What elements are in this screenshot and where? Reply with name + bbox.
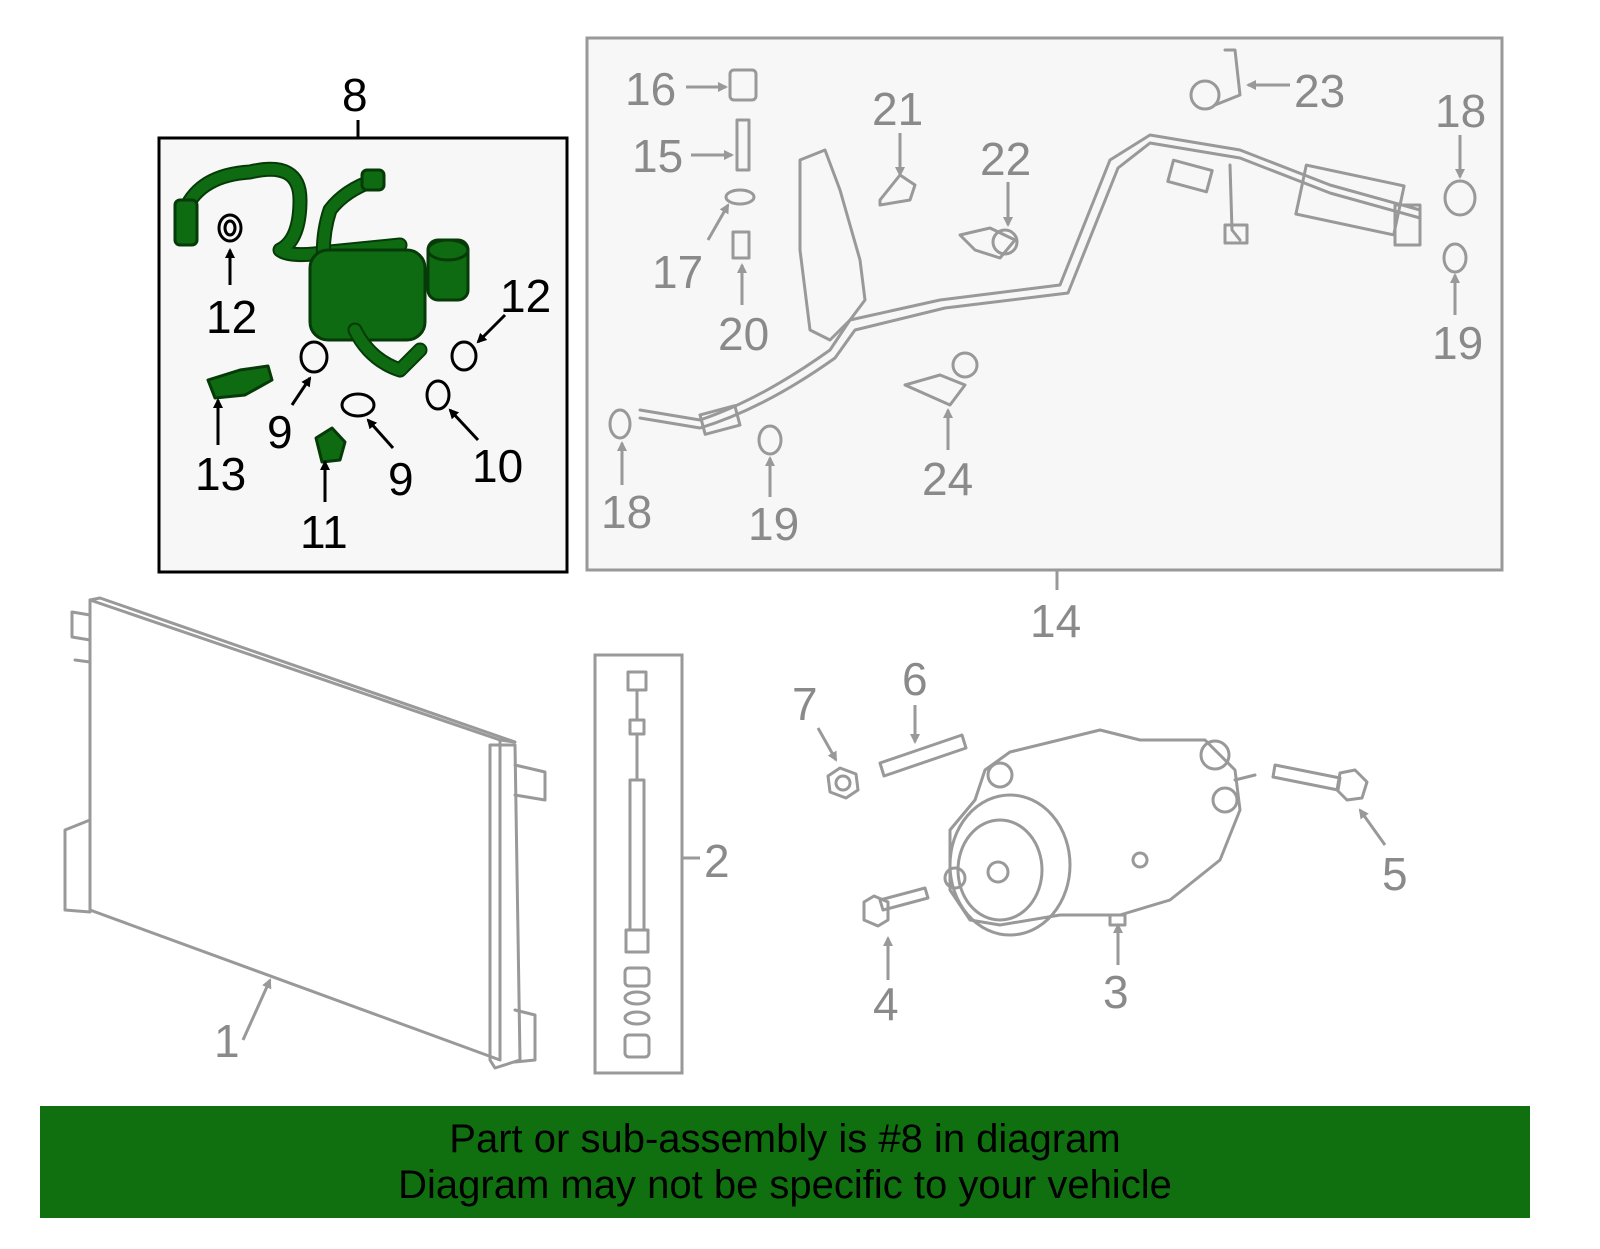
callout-12b[interactable]: 12 [500,270,551,322]
callout-21[interactable]: 21 [872,83,923,135]
callout-24[interactable]: 24 [922,453,973,505]
hose-assembly-part-8[interactable] [173,161,470,378]
receiver-drier-part[interactable] [593,653,700,1075]
leaders-box-8 [213,248,507,502]
callout-9a[interactable]: 9 [267,406,293,458]
info-banner: Part or sub-assembly is #8 in diagram Di… [40,1106,1530,1218]
callout-18a[interactable]: 18 [1435,85,1486,137]
callout-18b[interactable]: 18 [601,486,652,538]
callout-2[interactable]: 2 [704,835,730,887]
banner-line-1: Part or sub-assembly is #8 in diagram [449,1117,1121,1161]
service-valve-part[interactable] [724,68,758,260]
o-ring-parts[interactable] [608,179,1477,456]
callout-15[interactable]: 15 [632,130,683,182]
condenser-part[interactable] [63,596,547,1070]
hose-box-small-parts[interactable] [206,213,478,464]
hose-assembly-box [157,120,569,574]
callout-5[interactable]: 5 [1382,848,1408,900]
refrigerant-line-part[interactable] [638,133,1422,436]
callout-9b[interactable]: 9 [388,453,414,505]
callout-12a[interactable]: 12 [206,291,257,343]
callout-17[interactable]: 17 [652,246,703,298]
callout-8[interactable]: 8 [342,69,368,121]
callout-7[interactable]: 7 [792,678,818,730]
bracket-parts[interactable] [878,48,1242,407]
callout-23[interactable]: 23 [1294,65,1345,117]
callout-22[interactable]: 22 [980,133,1031,185]
callout-1[interactable]: 1 [214,1015,240,1067]
leaders-box-14 [617,80,1465,497]
banner-line-2: Diagram may not be specific to your vehi… [398,1163,1172,1207]
callout-20[interactable]: 20 [718,308,769,360]
compressor-part[interactable] [943,728,1257,965]
callout-3[interactable]: 3 [1103,966,1129,1018]
callout-14[interactable]: 14 [1030,595,1081,647]
callout-10[interactable]: 10 [472,440,523,492]
callout-4[interactable]: 4 [873,978,899,1030]
line-kit-box [585,36,1504,590]
callout-19a[interactable]: 19 [1432,317,1483,369]
bolt-parts[interactable] [816,705,1387,980]
callout-16[interactable]: 16 [625,63,676,115]
callout-13[interactable]: 13 [195,448,246,500]
callout-labels: 8 12 12 9 9 10 13 11 16 15 17 20 21 22 2… [195,63,1486,1067]
callout-6[interactable]: 6 [902,653,928,705]
callout-19b[interactable]: 19 [748,498,799,550]
callout-11[interactable]: 11 [300,506,348,558]
